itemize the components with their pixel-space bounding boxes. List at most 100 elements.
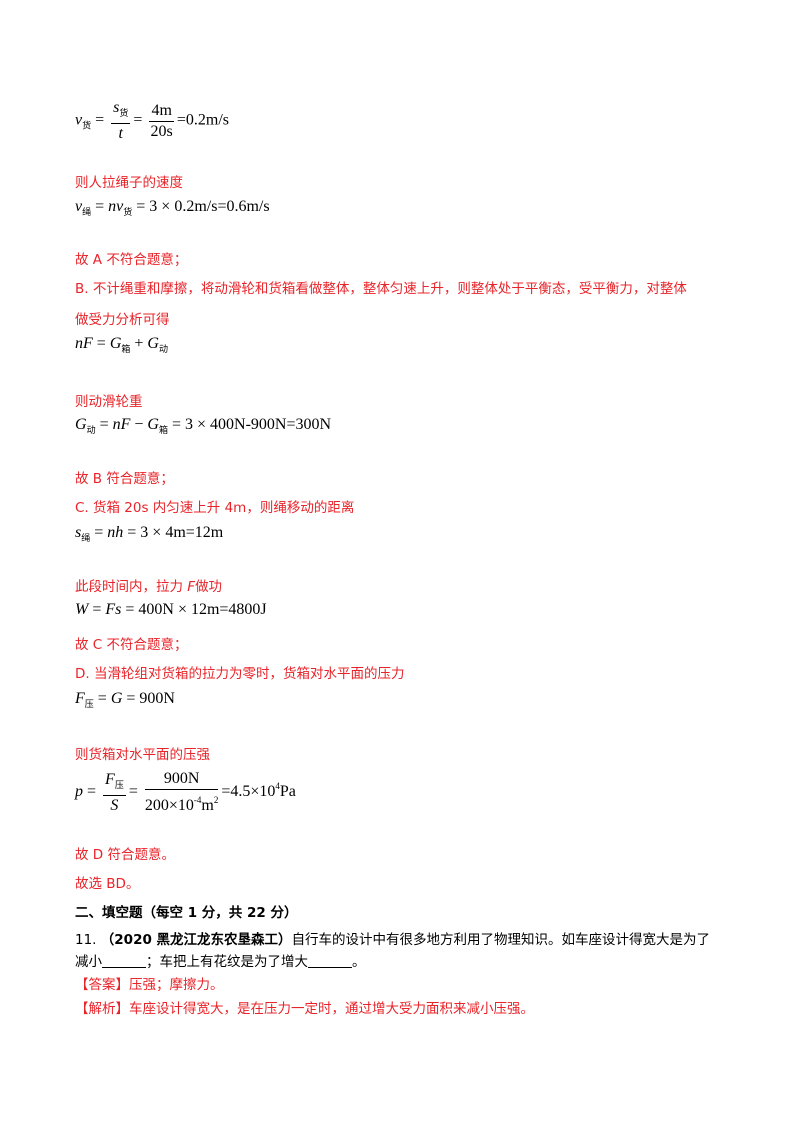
subscript: 箱 — [121, 344, 131, 354]
result: =4.5×10 — [221, 783, 276, 801]
symbol: t — [118, 125, 123, 142]
symbol: nF — [112, 416, 131, 433]
numerator: 900N — [144, 770, 219, 790]
subscript: 箱 — [158, 425, 168, 435]
equation-force-balance: nF = G箱 + G动 — [75, 335, 168, 355]
operator: = — [93, 690, 111, 707]
symbol: S — [110, 796, 119, 814]
symbol: s — [75, 524, 82, 541]
subscript: 货 — [82, 120, 92, 131]
equation-pulley-weight: G动 = nF − G箱 = 3 × 400N-900N=300N — [75, 416, 331, 436]
subscript: 压 — [84, 699, 94, 709]
equation-rope-distance: s绳 = nh = 3 × 4m=12m — [75, 524, 223, 544]
symbol: G — [147, 416, 159, 433]
equation-pressure-force: F压 = G = 900N — [75, 690, 175, 710]
operator: = — [83, 783, 101, 801]
symbol: G — [109, 335, 122, 352]
question-11-line1: 11. （2020 黑龙江龙东农垦森工）自行车的设计中有很多地方利用了物理知识。… — [75, 928, 710, 948]
denominator: 200×10 — [144, 797, 194, 814]
result: = 3 × 4m=12m — [123, 524, 224, 541]
question-number: 11. — [75, 932, 97, 948]
unit: Pa — [279, 783, 296, 801]
answer-tag: 【答案】 — [75, 977, 129, 993]
text-line: 故 B 符合题意； — [75, 471, 174, 487]
answer-blank[interactable] — [102, 955, 146, 968]
subscript: 绳 — [82, 207, 92, 217]
text-line: 此段时间内，拉力 F做功 — [75, 575, 222, 595]
subscript: 货 — [119, 108, 129, 118]
result: = 400N × 12m=4800J — [121, 601, 267, 618]
exponent: 2 — [213, 795, 219, 805]
equation-work: W = Fs = 400N × 12m=4800J — [75, 601, 267, 619]
question-11-line2: 减小 ；车把上有花纹是为了增大 。 — [75, 950, 366, 970]
symbol: G — [110, 690, 123, 707]
text-line: 则人拉绳子的速度 — [75, 175, 183, 191]
question-text: 自行车的设计中有很多地方利用了物理知识。如车座设计得宽大是为了 — [291, 932, 711, 948]
text-line: D. 当滑轮组对货箱的拉力为零时，货箱对水平面的压力 — [75, 666, 405, 682]
symbol: p — [75, 783, 83, 801]
symbol: G — [147, 335, 159, 352]
text-line: 做受力分析可得 — [75, 312, 170, 328]
explanation-tag: 【解析】 — [75, 1001, 129, 1017]
text-line: 故 D 符合题意。 — [75, 847, 175, 863]
result: = 900N — [122, 690, 175, 707]
question-text: 。 — [352, 954, 366, 970]
symbol: W — [75, 601, 89, 618]
symbol: F — [187, 579, 196, 595]
operator: = — [92, 335, 110, 352]
symbol: F — [105, 770, 115, 788]
text-line: 则货箱对水平面的压强 — [75, 747, 210, 763]
operator: = — [91, 198, 109, 215]
text: 做功 — [195, 579, 223, 595]
equation-velocity-rope: v绳 = nv货 = 3 × 0.2m/s=0.6m/s — [75, 198, 270, 218]
answer-blank[interactable] — [308, 955, 352, 968]
symbol: Fs — [105, 601, 122, 618]
symbol: F — [83, 335, 93, 352]
explanation-line: 【解析】车座设计得宽大，是在压力一定时，通过增大受力面积来减小压强。 — [75, 997, 534, 1017]
subscript: 压 — [114, 779, 124, 790]
operator: = — [95, 416, 113, 433]
exponent: -4 — [193, 795, 202, 805]
equation-velocity-cargo: v货 = s货 t = 4m 20s =0.2m/s — [75, 99, 230, 143]
question-source: （2020 黑龙江龙东农垦森工） — [100, 932, 292, 948]
subscript: 动 — [158, 344, 168, 354]
fraction: F压 S — [103, 771, 126, 815]
operator: = — [88, 601, 106, 618]
subscript: 绳 — [81, 533, 91, 543]
answer-text: 压强；摩擦力。 — [129, 977, 224, 993]
text-line: 故 A 不符合题意； — [75, 252, 188, 268]
symbol: v — [75, 111, 83, 129]
symbol: v — [75, 198, 83, 215]
text-line: 则动滑轮重 — [75, 394, 143, 410]
answer-line: 【答案】压强；摩擦力。 — [75, 973, 224, 993]
section-heading: 二、填空题（每空 1 分，共 22 分） — [75, 905, 298, 921]
symbol: F — [75, 690, 85, 707]
fraction: s货 t — [111, 99, 131, 143]
denominator: 20s — [150, 122, 173, 140]
text-line: C. 货箱 20s 内匀速上升 4m，则绳移动的距离 — [75, 500, 355, 516]
text-line: 故 C 不符合题意； — [75, 637, 188, 653]
fraction-values: 900N 200×10-4m2 — [144, 770, 219, 815]
unit: m — [201, 797, 214, 814]
text-line: 故选 BD。 — [75, 876, 140, 892]
exponent: 4 — [275, 781, 280, 792]
result: =0.2m/s — [176, 111, 230, 129]
explanation-text: 车座设计得宽大，是在压力一定时，通过增大受力面积来减小压强。 — [129, 1001, 534, 1017]
fraction-values: 4m 20s — [149, 102, 174, 141]
text-line: B. 不计绳重和摩擦，将动滑轮和货箱看做整体，整体匀速上升，则整体处于平衡态，受… — [75, 281, 687, 297]
symbol: v — [116, 198, 124, 215]
operator: + — [130, 335, 148, 352]
symbol: n — [75, 335, 83, 352]
symbol: n — [108, 198, 117, 215]
symbol: nh — [107, 524, 124, 541]
subscript: 货 — [123, 207, 133, 217]
numerator: 4m — [149, 102, 174, 122]
subscript: 动 — [86, 425, 96, 435]
question-text: ；车把上有花纹是为了增大 — [146, 954, 308, 970]
equation-pressure: p = F压 S = 900N 200×10-4m2 =4.5×104Pa — [75, 770, 296, 815]
text: 此段时间内，拉力 — [75, 579, 188, 595]
question-text: 减小 — [75, 954, 102, 970]
result: = 3 × 400N-900N=300N — [168, 416, 332, 433]
symbol: s — [113, 99, 120, 116]
operator: − — [130, 416, 148, 433]
